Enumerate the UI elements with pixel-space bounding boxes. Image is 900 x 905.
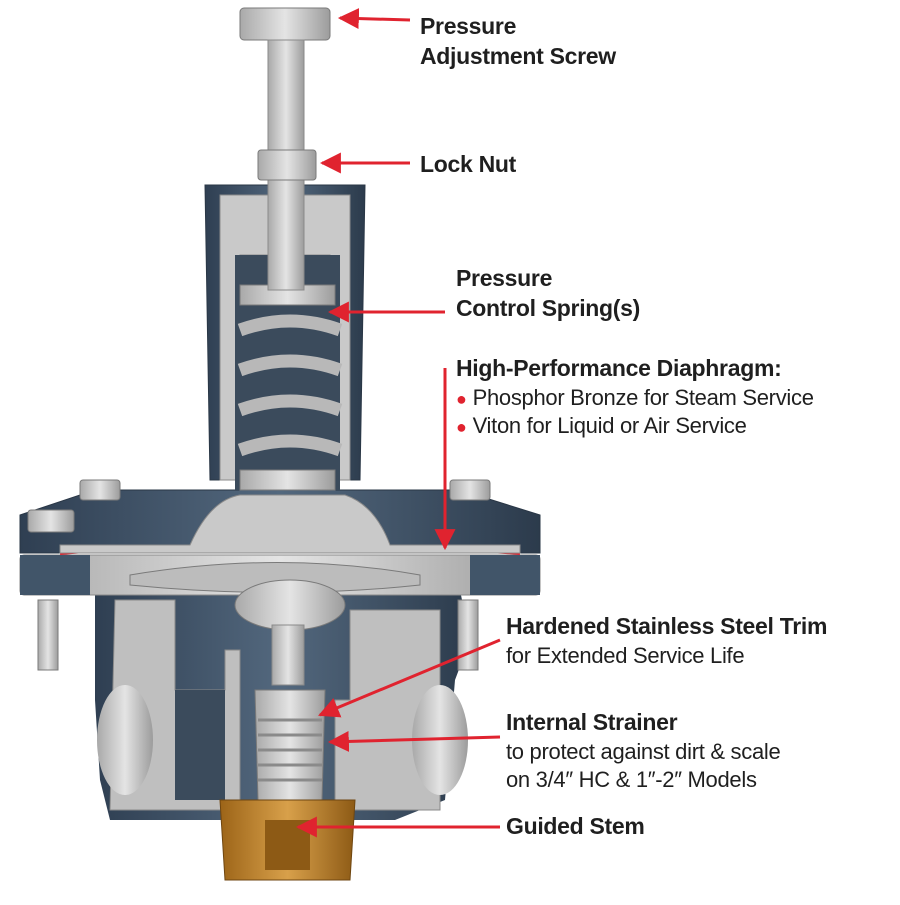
bullet-dot-icon: ● <box>456 388 467 409</box>
callout-control-spring: Pressure Control Spring(s) <box>456 264 640 324</box>
arrow-strainer <box>327 730 501 752</box>
callout-arrows <box>295 8 501 838</box>
control-spring-coils <box>237 314 343 457</box>
callout-control-spring-line2: Control Spring(s) <box>456 294 640 321</box>
inlet-port <box>97 685 153 795</box>
callout-diaphragm: High-Performance Diaphragm: ●Phosphor Br… <box>456 354 814 441</box>
bullet-dot-icon: ● <box>456 417 467 438</box>
arrow-trim <box>318 638 501 718</box>
callout-guided-stem-title: Guided Stem <box>506 813 645 839</box>
callout-adjustment-screw-line1: Pressure <box>420 13 517 39</box>
strainer-body <box>254 689 326 801</box>
inner-chamber <box>175 690 225 800</box>
valve-disc <box>234 579 346 631</box>
callout-adjustment-screw: Pressure Adjustment Screw <box>420 12 616 72</box>
callout-strainer: Internal Strainer to protect against dir… <box>506 708 781 795</box>
callout-guided-stem: Guided Stem <box>506 812 645 842</box>
callout-strainer-body-2: on 3/4″ HC & 1″-2″ Models <box>506 767 757 793</box>
strainer-ridges <box>258 718 322 782</box>
callout-strainer-body-1: to protect against dirt & scale <box>506 738 781 764</box>
callout-diaphragm-bullet-2-text: Viton for Liquid or Air Service <box>472 413 747 439</box>
arrow-adjustment-screw <box>337 8 411 30</box>
adjustment-screw-head <box>239 7 331 41</box>
callout-control-spring-line1: Pressure <box>456 265 553 291</box>
callout-diaphragm-bullet-1-text: Phosphor Bronze for Steam Service <box>472 384 814 410</box>
pressure-plate <box>129 562 421 593</box>
lock-nut-shape <box>257 149 317 181</box>
lower-spring-button <box>239 469 336 491</box>
callout-trim-title: Hardened Stainless Steel Trim <box>506 613 828 639</box>
callout-strainer-title: Internal Strainer <box>506 709 678 735</box>
callout-diaphragm-bullet-1: ●Phosphor Bronze for Steam Service <box>456 384 814 413</box>
valve-stem <box>271 624 305 686</box>
callout-diaphragm-bullet-2: ●Viton for Liquid or Air Service <box>456 412 814 441</box>
callout-lock-nut: Lock Nut <box>420 150 516 180</box>
bonnet-cutaway-face <box>59 494 521 554</box>
callout-adjustment-screw-line2: Adjustment Screw <box>420 42 616 69</box>
callout-trim-body: for Extended Service Life <box>506 642 745 668</box>
callout-lock-nut-line1: Lock Nut <box>420 151 516 177</box>
callout-trim: Hardened Stainless Steel Trim for Extend… <box>506 612 827 670</box>
callout-diaphragm-title: High-Performance Diaphragm: <box>456 355 782 381</box>
